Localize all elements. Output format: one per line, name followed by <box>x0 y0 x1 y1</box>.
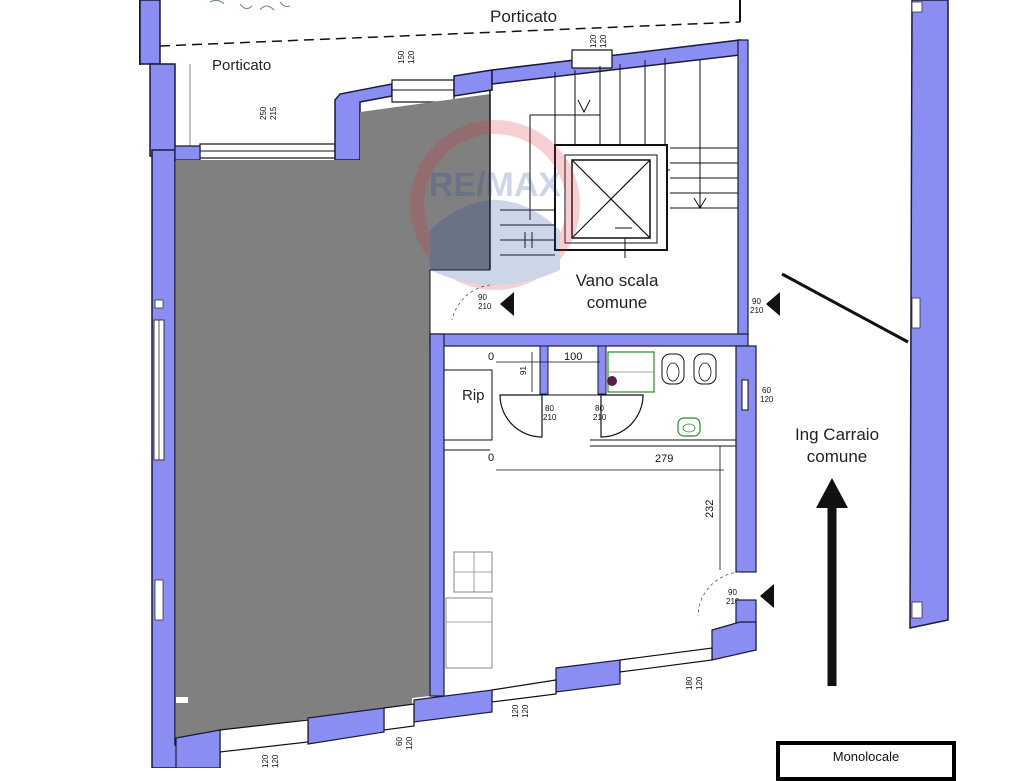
top-window <box>391 79 455 103</box>
carraio-label-line2: comune <box>807 447 867 466</box>
hall-dimensions: 0 100 91 <box>488 351 600 392</box>
elevator-shaft <box>554 144 668 258</box>
balcony-window-dim-top: 250 <box>259 106 268 120</box>
window-bottom-mid-dim-top: 120 <box>511 704 520 718</box>
bath-door-left-dim-top: 80 <box>545 404 554 413</box>
top-wall-right <box>453 69 493 97</box>
window-bottom-mid-dim-bottom: 120 <box>521 704 530 718</box>
top-wall-left <box>174 145 201 161</box>
entry-arrow <box>816 478 848 686</box>
stair-label-line1: Vano scala <box>576 271 659 290</box>
bath-right-door-dim-top: 60 <box>762 386 771 395</box>
carraio-label-line1: Ing Carraio <box>795 425 879 444</box>
stair-window <box>571 49 613 69</box>
stair-right-door: 90 210 <box>750 292 780 316</box>
hall-doors: 80 210 80 210 <box>499 394 644 438</box>
title-box: Monolocale <box>776 741 956 781</box>
stair-right-wall <box>737 39 749 337</box>
hall-height-dim: 91 <box>519 366 528 375</box>
stair-right-door-dim-top: 90 <box>752 297 761 306</box>
room-width-dim: 279 <box>655 453 673 465</box>
watermark-text: RE/MAX <box>429 166 562 204</box>
window-bottom-far-dim-top: 120 <box>261 754 270 768</box>
window-bottom-far-dim-bottom: 120 <box>271 754 280 768</box>
driveway-area <box>781 0 949 629</box>
bath-door-left-dim-bottom: 210 <box>543 413 557 422</box>
top-window-dim-top: 150 <box>397 50 406 64</box>
grey-area <box>176 94 490 738</box>
main-room: 0 279 232 <box>445 446 724 669</box>
window-bottom-left-dim-top: 60 <box>395 737 404 746</box>
bath-right-door-dim-bottom: 120 <box>760 395 774 404</box>
hall-left-dim: 0 <box>488 351 494 363</box>
window-bottom-right-dim-top: 180 <box>685 676 694 690</box>
top-dimensions: 250 215 150 120 120 120 <box>259 34 608 120</box>
entry-door-dim-top: 90 <box>728 588 737 597</box>
stair-right-door-dim-bottom: 210 <box>750 306 764 315</box>
stair-door: 90 210 <box>451 284 514 321</box>
bottom-wall <box>175 621 757 768</box>
stair-bottom-wall <box>429 333 749 347</box>
ripostiglio-label: Rip <box>462 387 485 404</box>
window-bottom-right-dim-bottom: 120 <box>695 676 704 690</box>
porticato-left-label: Porticato <box>212 57 271 74</box>
hall-width-dim: 100 <box>564 351 582 363</box>
porticato-top-label: Porticato <box>490 7 557 26</box>
stair-door-dim-bottom: 210 <box>478 302 492 311</box>
top-window-dim-bottom: 120 <box>407 50 416 64</box>
stair-window-dim-top: 120 <box>589 34 598 48</box>
bathroom-fixtures <box>607 351 717 437</box>
ripostiglio-box <box>443 369 493 441</box>
stair-label-line2: comune <box>587 293 647 312</box>
bath-door-right-dim-bottom: 210 <box>593 413 607 422</box>
bath-right-door: 60 120 <box>741 379 774 411</box>
interior-walls <box>429 333 757 697</box>
balcony-window-dim-bottom: 215 <box>269 106 278 120</box>
remax-watermark: RE/MAX <box>410 120 580 290</box>
stair-door-dim-top: 90 <box>478 293 487 302</box>
room-left-dim: 0 <box>488 452 494 464</box>
bath-door-right-dim-top: 80 <box>595 404 604 413</box>
room-height-dim: 232 <box>704 500 716 518</box>
stair-top-wall <box>491 39 741 85</box>
window-bottom-left-dim-bottom: 120 <box>405 736 414 750</box>
entry-door-dim-bottom: 210 <box>726 597 740 606</box>
porticato-left-area <box>149 63 335 157</box>
title-box-label: Monolocale <box>832 749 900 764</box>
stair-window-dim-bottom: 120 <box>599 34 608 48</box>
bottom-dimensions: 180 120 120 120 60 120 120 120 <box>261 676 704 768</box>
